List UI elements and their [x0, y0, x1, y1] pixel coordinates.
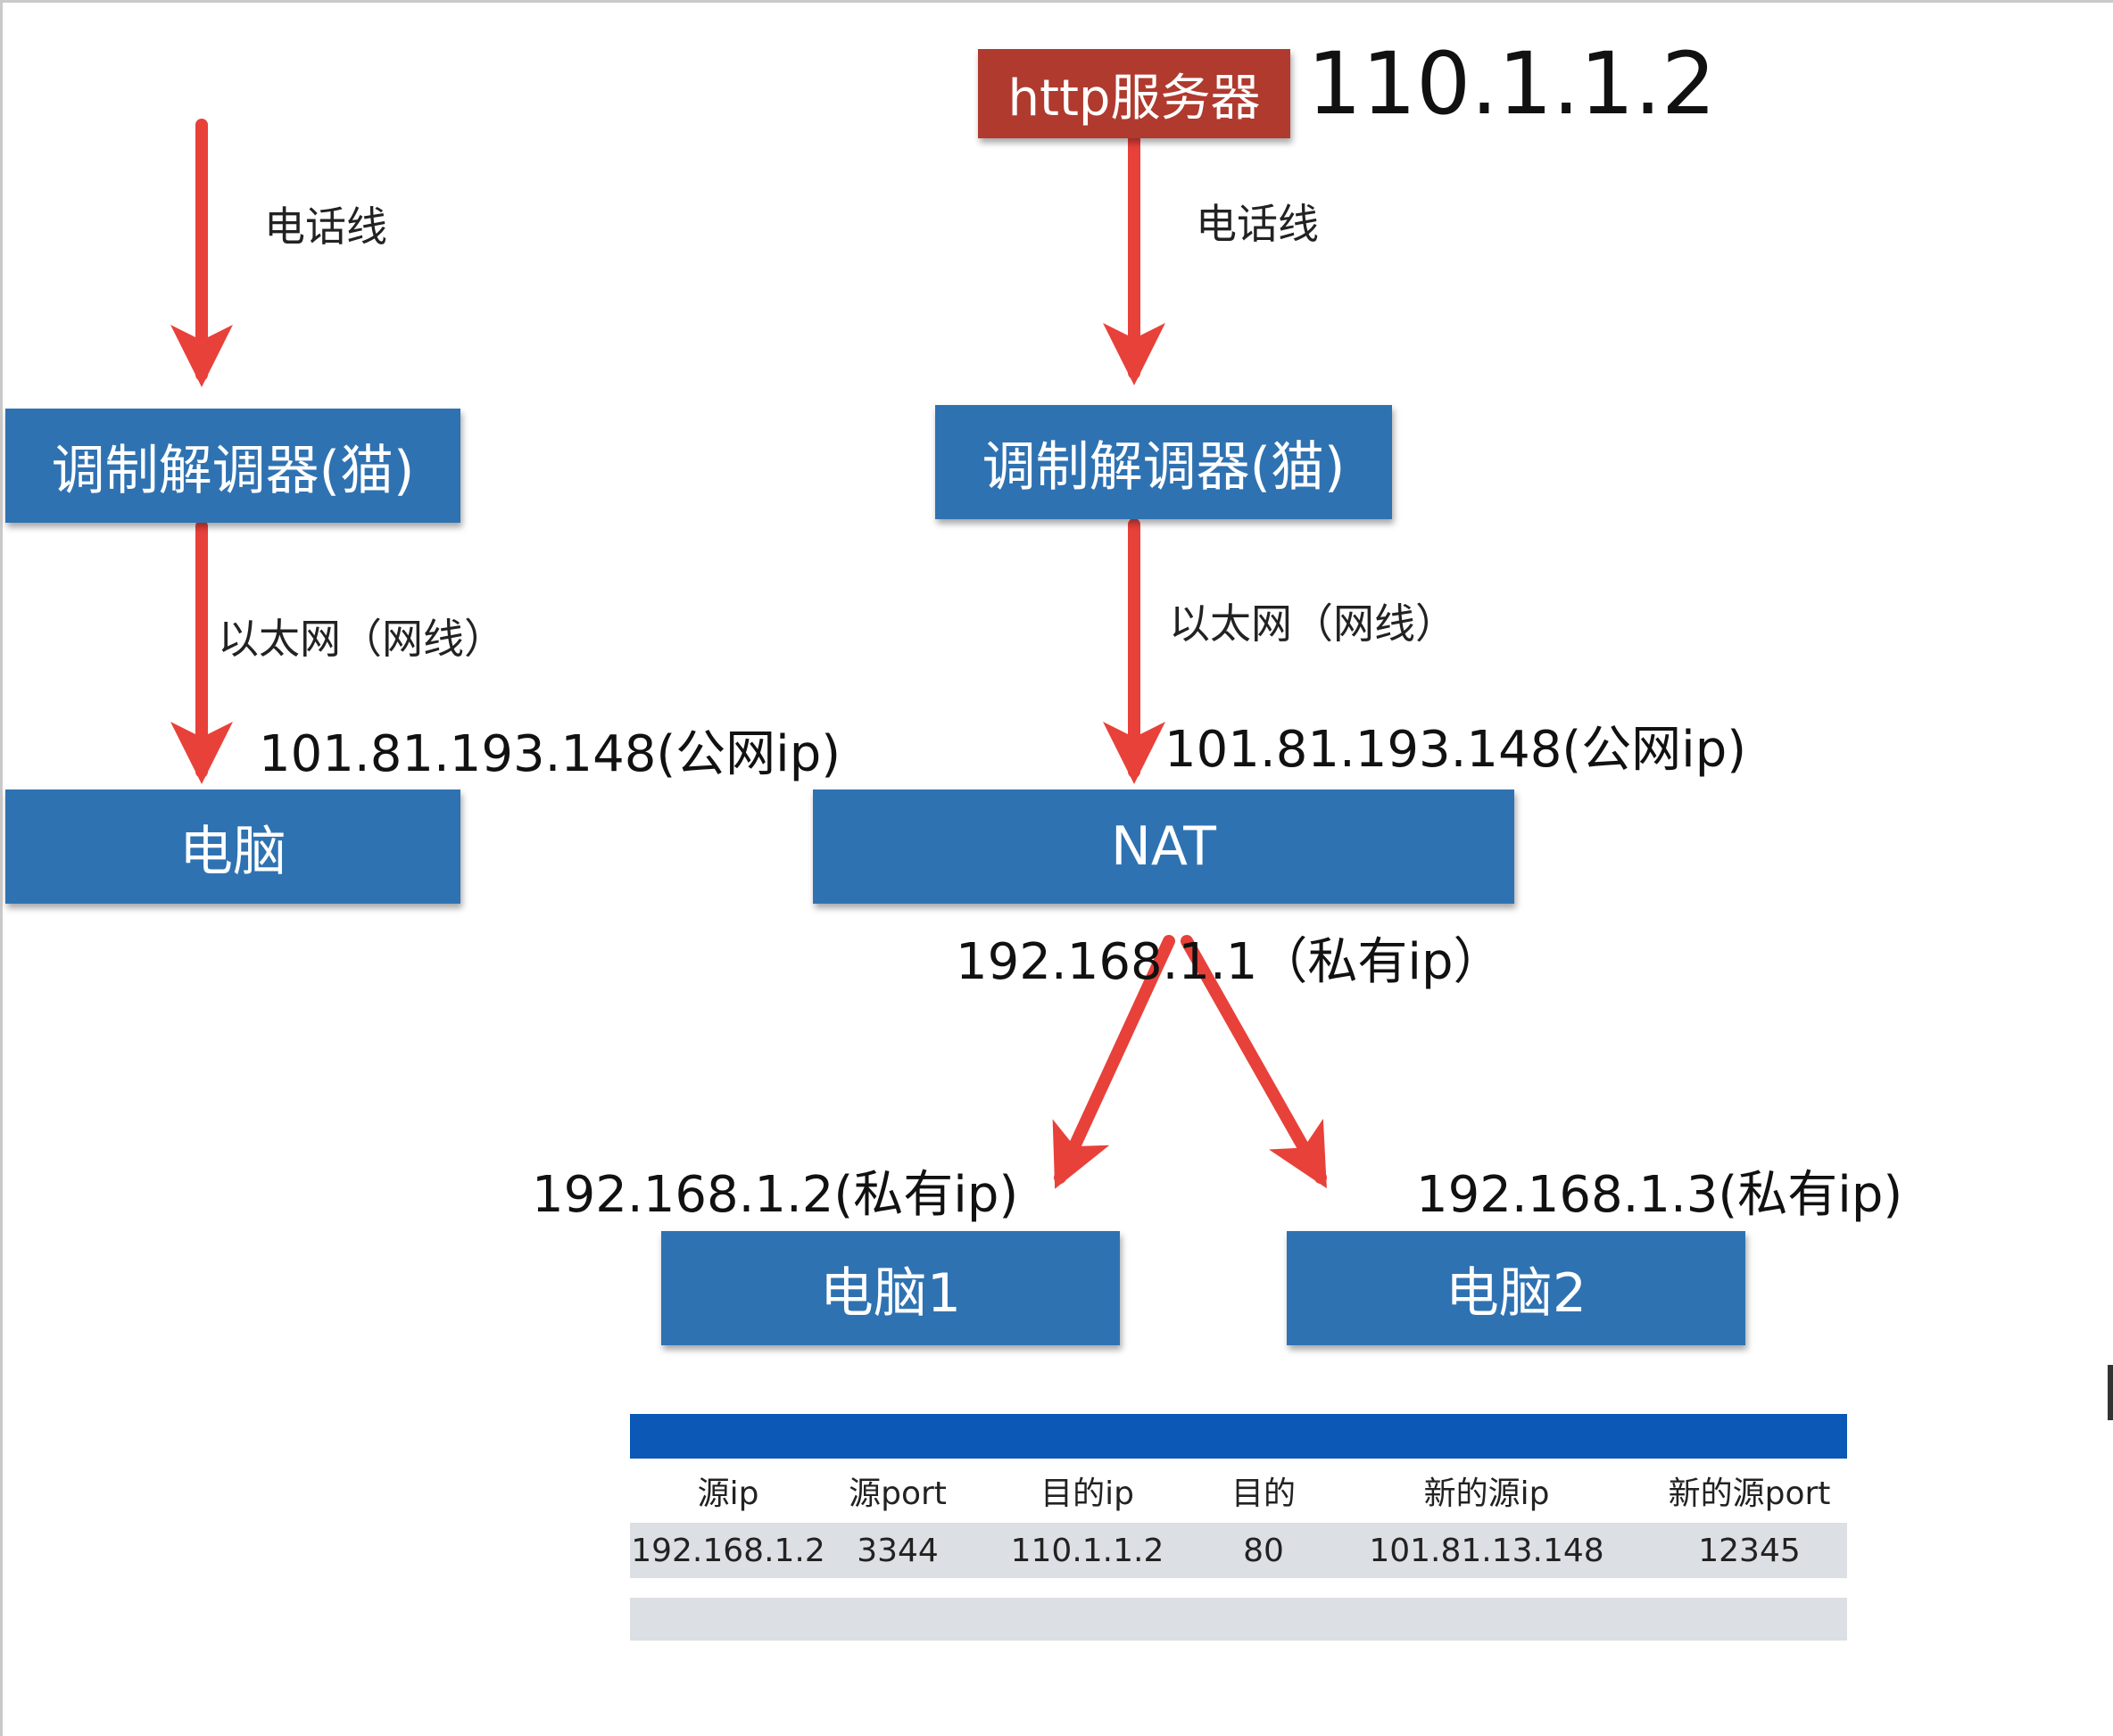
arrow-nat-to-pc1 [1052, 935, 1175, 1189]
pc1-box: 电脑1 [661, 1231, 1120, 1345]
frame-top-border [0, 0, 2113, 3]
table-cell: 80 [1243, 1532, 1284, 1569]
table-gap [630, 1578, 1847, 1598]
column-header: 目的ip [1040, 1476, 1134, 1512]
left-ethernet-label: 以太网（网线） [218, 615, 505, 663]
http-server-box: http服务器 [978, 49, 1290, 138]
right-modem-box: 调制解调器(猫) [935, 405, 1392, 519]
pc2-private-ip: 192.168.1.3(私有ip) [1416, 1166, 1903, 1224]
table-row-empty [630, 1598, 1847, 1641]
arrow-nat-to-pc2 [1181, 935, 1327, 1189]
table-cell: 3344 [857, 1532, 939, 1569]
column-header: 新的源ip [1423, 1476, 1550, 1512]
table-cell: 101.81.13.148 [1369, 1532, 1604, 1569]
table-header-bar [630, 1414, 1847, 1459]
nat-translation-table: 源ip 源port 目的ip 目的 新的源ip 新的源port 192.168.… [630, 1414, 1847, 1641]
right-ethernet-label: 以太网（网线） [1169, 599, 1456, 648]
column-header: 新的源port [1668, 1476, 1831, 1512]
frame-left-border [0, 0, 3, 1736]
pc1-private-ip: 192.168.1.2(私有ip) [532, 1166, 1019, 1224]
column-header: 源ip [697, 1476, 759, 1512]
table-cell: 12345 [1698, 1532, 1801, 1569]
left-computer-box: 电脑 [5, 789, 460, 904]
column-header: 源port [849, 1476, 947, 1512]
right-public-ip: 101.81.193.148(公网ip) [1164, 721, 1747, 779]
nat-private-ip: 192.168.1.1（私有ip） [956, 933, 1504, 991]
edge-marker [2108, 1365, 2113, 1420]
left-modem-box: 调制解调器(猫) [5, 409, 460, 523]
table-row: 192.168.1.2 3344 110.1.1.2 80 101.81.13.… [630, 1523, 1847, 1578]
nat-box: NAT [813, 789, 1514, 904]
pc2-box: 电脑2 [1287, 1231, 1745, 1345]
table-cell: 192.168.1.2 [631, 1532, 825, 1569]
left-wire-label: 电话线 [264, 203, 387, 251]
table-header-row: 源ip 源port 目的ip 目的 新的源ip 新的源port [630, 1459, 1847, 1523]
http-server-ip: 110.1.1.2 [1307, 34, 1717, 134]
column-header: 目的 [1231, 1476, 1296, 1512]
right-wire-label: 电话线 [1196, 200, 1319, 248]
table-cell: 110.1.1.2 [1010, 1532, 1164, 1569]
left-public-ip: 101.81.193.148(公网ip) [259, 725, 841, 783]
